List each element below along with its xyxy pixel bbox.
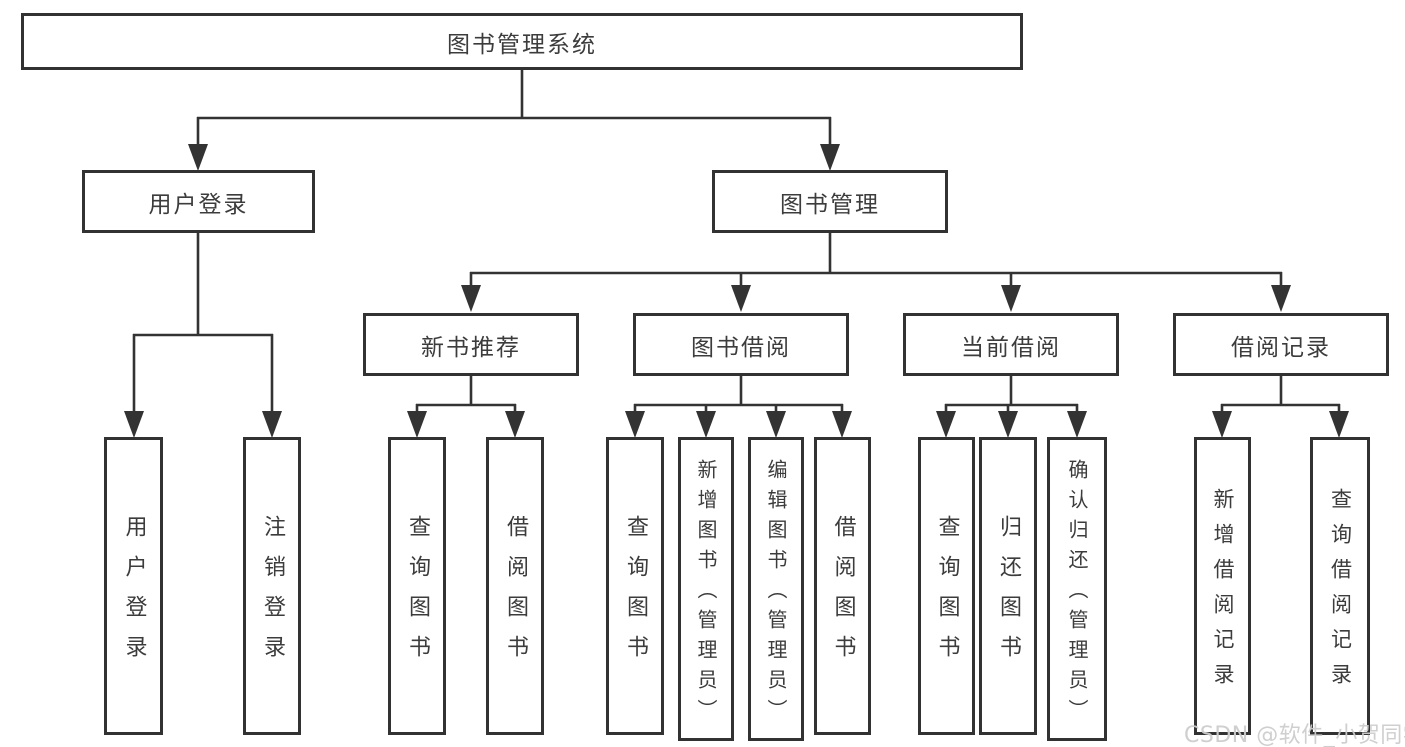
node-current-borrowing: 当前借阅 — [903, 313, 1119, 376]
leaf-borrow-books-2: 借阅图书 — [814, 437, 871, 735]
leaf-query-books-2: 查询图书 — [606, 437, 664, 735]
leaf-return-book: 归还图书 — [979, 437, 1037, 735]
arrowheads — [124, 144, 1349, 438]
leaf-borrow-books-1: 借阅图书 — [486, 437, 544, 735]
node-label: 查询图书 — [623, 515, 648, 675]
node-label: 查询借阅记录 — [1328, 488, 1353, 698]
node-label: 确认归还（管理员） — [1065, 459, 1089, 729]
leaf-query-books-3: 查询图书 — [918, 437, 975, 735]
node-label: 图书借阅 — [691, 334, 791, 361]
node-label: 图书管理 — [780, 191, 880, 218]
node-label: 用户登录 — [121, 515, 147, 675]
leaf-logout: 注销登录 — [243, 437, 301, 735]
node-borrowing-records: 借阅记录 — [1173, 313, 1389, 376]
leaf-edit-book-admin: 编辑图书（管理员） — [748, 437, 804, 741]
csdn-watermark: CSDN @软件_小贺同学 — [1184, 723, 1405, 747]
node-label: 新书推荐 — [421, 334, 521, 361]
node-book-borrowing: 图书借阅 — [633, 313, 849, 376]
node-user-login: 用户登录 — [82, 170, 315, 233]
leaf-add-book-admin: 新增图书（管理员） — [678, 437, 734, 741]
node-label: 当前借阅 — [961, 334, 1061, 361]
node-label: 用户登录 — [148, 191, 249, 218]
node-new-book-recommend: 新书推荐 — [363, 313, 579, 376]
node-label: 借阅图书 — [503, 515, 528, 675]
node-book-management: 图书管理 — [712, 170, 948, 233]
node-label: 注销登录 — [260, 515, 285, 675]
leaf-query-borrow-record: 查询借阅记录 — [1310, 437, 1370, 735]
node-label: 查询图书 — [934, 515, 960, 675]
node-label: 借阅记录 — [1231, 334, 1331, 361]
leaf-user-login: 用户登录 — [104, 437, 163, 735]
leaf-add-borrow-record: 新增借阅记录 — [1194, 437, 1251, 735]
node-label: 图书管理系统 — [447, 31, 597, 58]
node-label: 查询图书 — [405, 515, 430, 675]
leaf-query-books-1: 查询图书 — [388, 437, 446, 735]
node-label: 新增借阅记录 — [1211, 488, 1235, 698]
node-label: 归还图书 — [996, 515, 1021, 675]
leaf-confirm-return-admin: 确认归还（管理员） — [1047, 437, 1107, 741]
node-label: 编辑图书（管理员） — [764, 459, 788, 729]
node-label: 借阅图书 — [830, 515, 856, 675]
node-label: 新增图书（管理员） — [694, 459, 718, 729]
node-library-management-system: 图书管理系统 — [21, 13, 1023, 70]
